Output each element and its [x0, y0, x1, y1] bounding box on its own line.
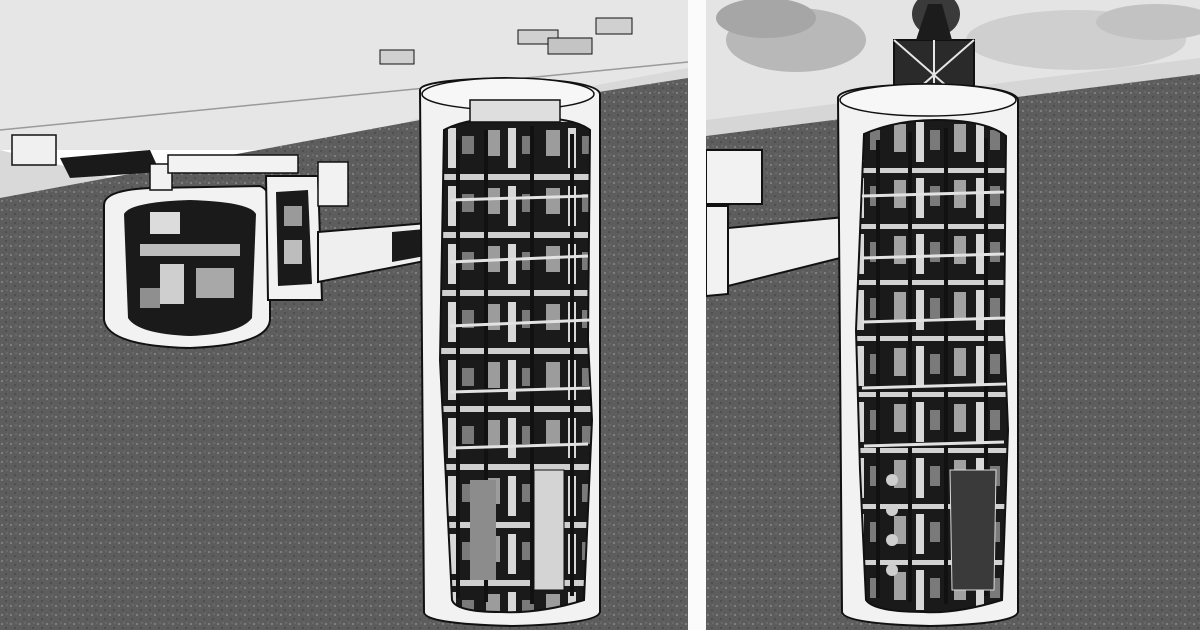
- panel-divider: [688, 0, 706, 630]
- right-panel-silo-launch: [706, 0, 1200, 630]
- entry-tunnel: [60, 150, 160, 178]
- missile-silo: [836, 82, 1019, 628]
- connecting-tunnel: [706, 149, 861, 298]
- junction-structure: [264, 161, 349, 301]
- launch-control-center: [103, 154, 299, 350]
- missile-silo: [418, 76, 601, 628]
- horizon-line: [0, 61, 688, 131]
- left-panel-silo-cutaway: [0, 0, 688, 630]
- left-illustration: [0, 0, 688, 630]
- right-illustration: [706, 0, 1200, 630]
- surface-vehicles: [11, 17, 633, 166]
